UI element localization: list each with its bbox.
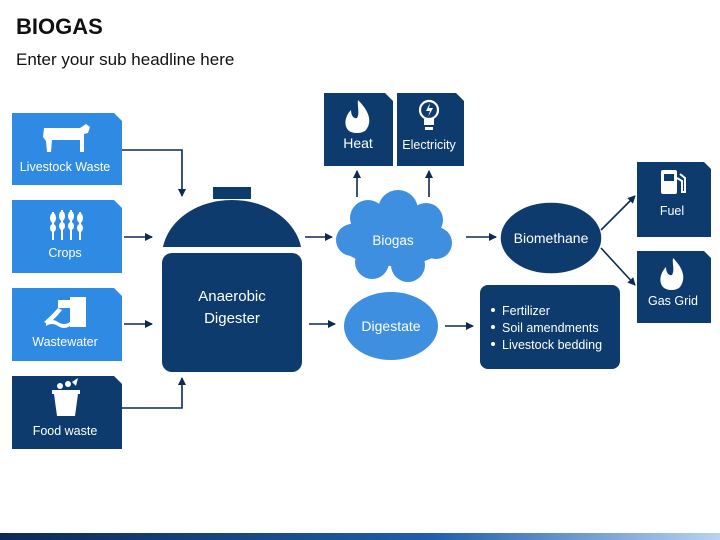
arrow-biomethane-to-gas-grid bbox=[600, 247, 636, 286]
page-subtitle: Enter your sub headline here bbox=[16, 50, 235, 69]
digestate-label: Digestate bbox=[361, 318, 420, 334]
biogas-label: Biogas bbox=[372, 233, 414, 248]
digestate-uses-box: Fertilizer Soil amendments Livestock bed… bbox=[480, 285, 620, 369]
biomethane-ellipse: Biomethane bbox=[499, 201, 603, 275]
input-label-wastewater: Wastewater bbox=[32, 335, 98, 349]
light-bulb-icon bbox=[418, 99, 440, 130]
input-label-food-waste: Food waste bbox=[33, 424, 98, 438]
anaerobic-digester: Anaerobic Digester bbox=[162, 187, 302, 372]
page-title: BIOGAS bbox=[16, 14, 103, 39]
arrow-foodwaste-to-digester bbox=[122, 377, 186, 409]
fuel-pump-icon bbox=[661, 170, 686, 194]
input-food-waste: Food waste bbox=[12, 376, 122, 449]
input-label-livestock-waste: Livestock Waste bbox=[20, 160, 111, 174]
input-livestock-waste: Livestock Waste bbox=[12, 113, 122, 185]
fuel-label: Fuel bbox=[660, 204, 684, 218]
biomethane-label: Biomethane bbox=[514, 230, 589, 246]
wheat-icon bbox=[50, 210, 83, 240]
heat-box: Heat bbox=[324, 93, 393, 166]
digestate-use-item: Soil amendments bbox=[502, 321, 599, 335]
fuel-box: Fuel bbox=[637, 162, 711, 237]
food-bin-icon bbox=[52, 378, 80, 416]
digestate-use-item: Livestock bedding bbox=[502, 338, 602, 352]
biogas-cloud: Biogas bbox=[336, 190, 452, 282]
bottom-accent-bar bbox=[0, 533, 720, 540]
wastewater-pipe-icon bbox=[44, 297, 86, 328]
input-arrows bbox=[122, 149, 186, 409]
arrow-biomethane-to-fuel bbox=[600, 195, 636, 231]
digester-label-line1: Anaerobic bbox=[198, 288, 266, 305]
digester-label-line2: Digester bbox=[204, 310, 260, 327]
digestate-use-item: Fertilizer bbox=[502, 304, 550, 318]
flame-icon bbox=[345, 100, 370, 133]
digestate-ellipse: Digestate bbox=[344, 292, 438, 360]
electricity-label: Electricity bbox=[402, 138, 456, 152]
input-wastewater: Wastewater bbox=[12, 288, 122, 361]
electricity-box: Electricity bbox=[397, 93, 464, 166]
input-crops: Crops bbox=[12, 200, 122, 273]
heat-label: Heat bbox=[343, 135, 373, 151]
gas-grid-label: Gas Grid bbox=[648, 294, 698, 308]
digester-arrows bbox=[305, 233, 336, 328]
arrow-livestock-to-digester bbox=[122, 149, 186, 197]
biomethane-arrows bbox=[600, 195, 636, 286]
gas-grid-box: Gas Grid bbox=[637, 251, 711, 323]
input-label-crops: Crops bbox=[48, 246, 81, 260]
cow-icon bbox=[43, 124, 90, 152]
biogas-up-arrows bbox=[353, 170, 497, 241]
flame-icon bbox=[660, 258, 684, 290]
